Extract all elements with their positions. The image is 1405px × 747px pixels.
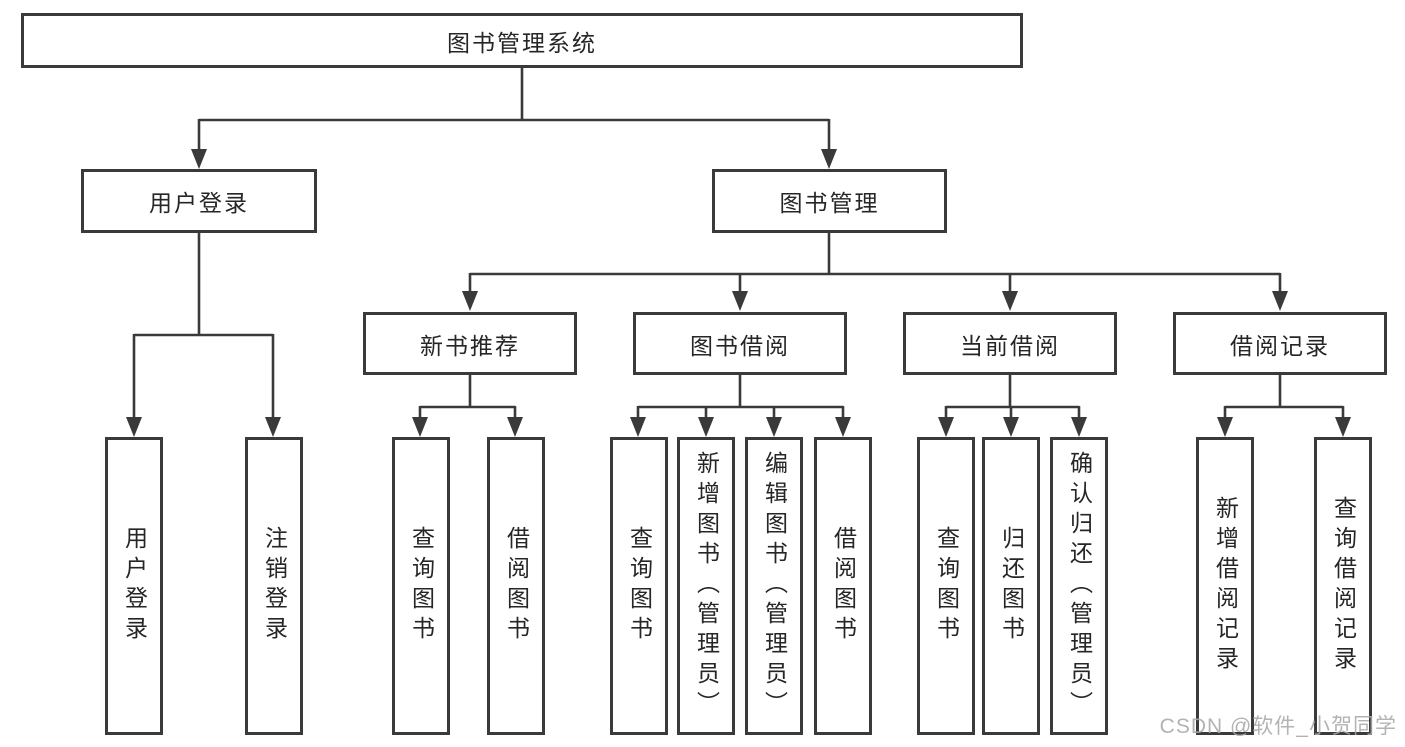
leaf-label: 查询图书 [933, 526, 960, 646]
leaf-query-books-recommend: 查询图书 [392, 437, 450, 735]
leaf-confirm-return-admin: 确认归还︵管理员︶ [1050, 437, 1108, 735]
leaf-label: 用户登录 [121, 526, 148, 646]
leaf-edit-book-admin: 编辑图书︵管理员︶ [745, 437, 803, 735]
leaf-add-book-admin: 新增图书︵管理员︶ [677, 437, 735, 735]
node-book-management: 图书管理 [712, 169, 947, 233]
leaf-label: 借阅图书 [830, 526, 857, 646]
watermark: CSDN @软件_小贺同学 [1159, 715, 1397, 738]
node-user-login: 用户登录 [81, 169, 317, 233]
leaf-label: 查询借阅记录 [1330, 496, 1357, 676]
leaf-label: 注销登录 [261, 526, 288, 646]
leaf-label: 归还图书 [998, 526, 1025, 646]
node-library-management-system: 图书管理系统 [21, 13, 1023, 68]
node-new-book-recommend: 新书推荐 [363, 312, 577, 375]
node-book-borrow: 图书借阅 [633, 312, 847, 375]
leaf-label: 借阅图书 [503, 526, 530, 646]
arrowheads [126, 149, 1351, 437]
leaf-label: 新增借阅记录 [1212, 496, 1239, 676]
leaf-query-books-borrow: 查询图书 [610, 437, 668, 735]
leaf-label: 新增图书︵管理员︶ [693, 451, 720, 721]
leaf-label: 编辑图书︵管理员︶ [761, 451, 788, 721]
leaf-query-borrow-record: 查询借阅记录 [1314, 437, 1372, 735]
leaf-label: 查询图书 [408, 526, 435, 646]
leaf-logout: 注销登录 [245, 437, 303, 735]
node-borrow-records: 借阅记录 [1173, 312, 1387, 375]
leaf-query-books-current: 查询图书 [917, 437, 975, 735]
leaf-borrow-books-recommend: 借阅图书 [487, 437, 545, 735]
leaf-return-books: 归还图书 [982, 437, 1040, 735]
leaf-user-login: 用户登录 [105, 437, 163, 735]
leaf-add-borrow-record: 新增借阅记录 [1196, 437, 1254, 735]
leaf-label: 确认归还︵管理员︶ [1066, 451, 1093, 721]
leaf-label: 查询图书 [626, 526, 653, 646]
node-current-borrow: 当前借阅 [903, 312, 1117, 375]
leaf-borrow-books: 借阅图书 [814, 437, 872, 735]
